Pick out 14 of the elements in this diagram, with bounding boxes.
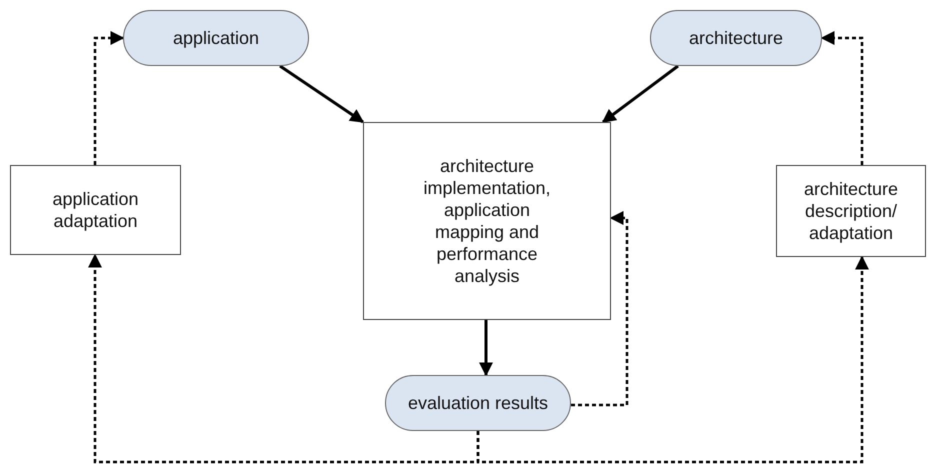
arrow (602, 64, 679, 124)
process-box: architecture description/ adaptation (776, 165, 926, 257)
arrow (571, 211, 628, 406)
terminal-node: evaluation results (385, 375, 571, 431)
arrow (479, 320, 493, 376)
terminal-node: application (123, 10, 309, 66)
terminal-node: architecture (650, 10, 822, 66)
arrow (476, 256, 869, 464)
arrow (88, 254, 480, 464)
arrow (94, 31, 124, 165)
process-box: architecture implementation, application mapping and performance analysis (363, 122, 611, 320)
arrow (820, 31, 864, 165)
process-box: application adaptation (10, 165, 181, 255)
arrow (279, 64, 364, 124)
